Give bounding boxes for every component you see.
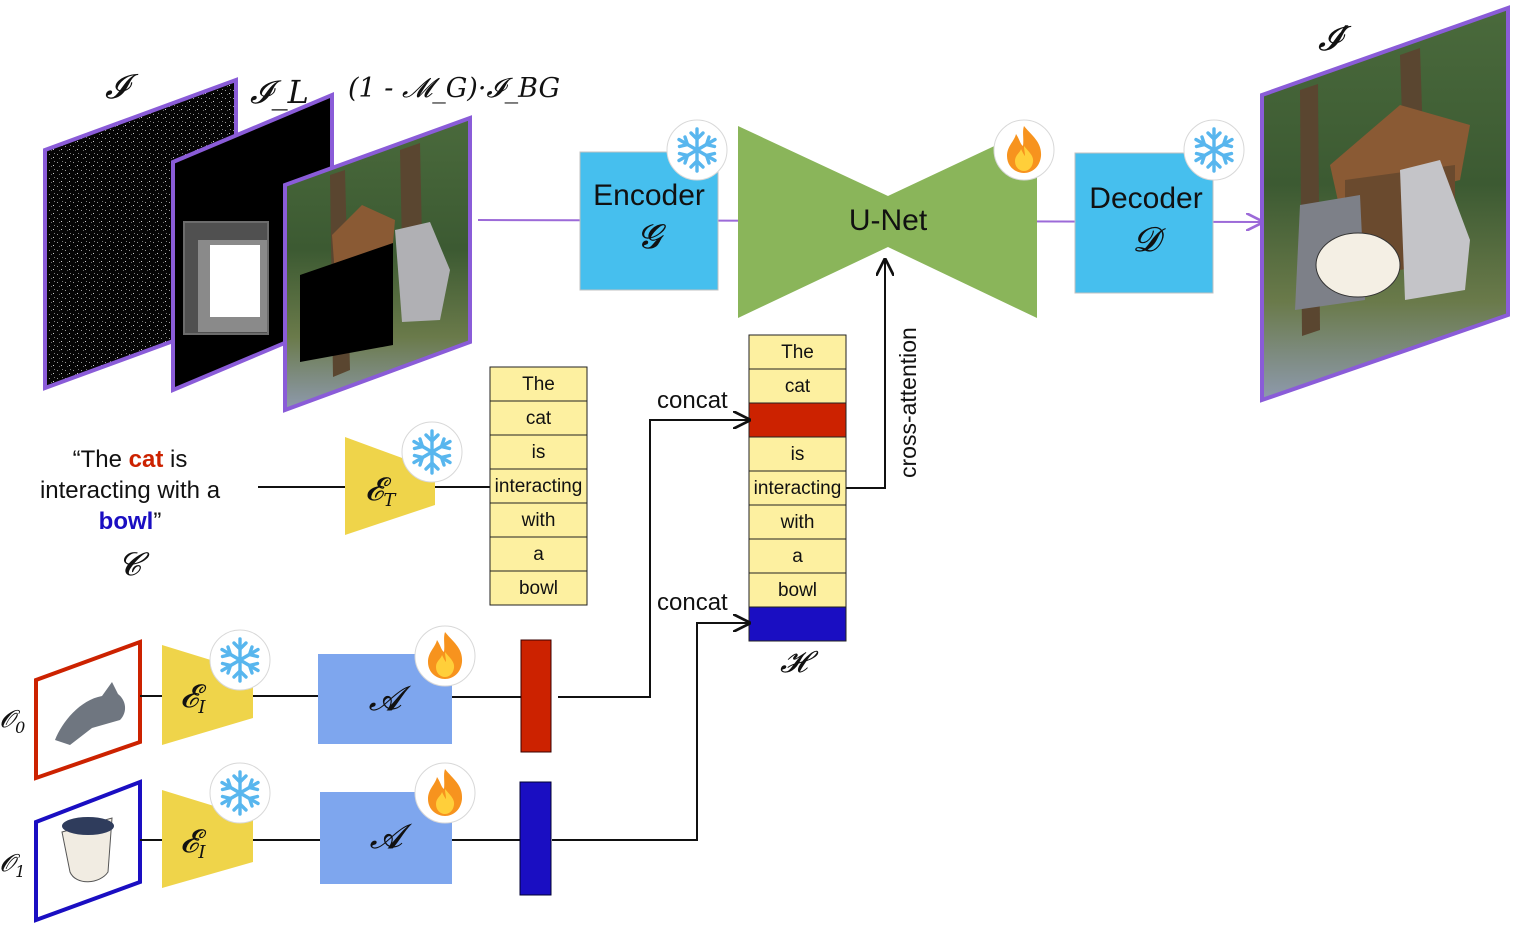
layout-frame-label: 𝓘_L	[250, 73, 309, 111]
object-1-frame	[34, 779, 142, 923]
text-token-cell	[489, 468, 588, 504]
object-0-frame	[34, 639, 142, 781]
text-token-label: The	[522, 374, 555, 395]
object-0-embedding	[520, 639, 552, 753]
text-token-label: with	[521, 510, 556, 531]
snowflake-icon	[208, 628, 272, 692]
caption-symbol: 𝓒	[118, 545, 150, 583]
text-token-label: bowl	[519, 578, 558, 599]
combined-token-label: is	[791, 444, 805, 465]
combined-token-label: with	[780, 512, 815, 533]
object-1-embedding	[519, 781, 552, 896]
caption-line-3: bowl”	[99, 508, 162, 535]
noise-frame-label: 𝓘	[105, 67, 139, 107]
combined-token-label: The	[781, 342, 814, 363]
decoder-label: Decoder	[1089, 182, 1202, 215]
caption-line-2: interacting with a	[40, 477, 221, 504]
concat-arrow-bottom	[552, 623, 749, 841]
flame-icon	[414, 762, 476, 824]
text-token-label: cat	[526, 408, 552, 429]
snowflake-icon	[665, 118, 729, 182]
combined-token-cell	[748, 538, 847, 574]
output-frame-label: 𝓘′	[1318, 19, 1352, 59]
combined-token-cell	[748, 572, 847, 608]
text-token-label: a	[533, 544, 544, 565]
background-frame	[283, 115, 472, 413]
object-1-symbol: 𝓞1	[0, 849, 25, 881]
cross-attention-arrow	[846, 260, 885, 489]
text-token-cell	[489, 536, 588, 572]
combined-token-label: cat	[785, 376, 811, 397]
concat-label-bottom: concat	[657, 589, 728, 616]
output-frame	[1260, 5, 1510, 403]
flame-icon	[993, 119, 1055, 181]
text-token-cell	[489, 502, 588, 538]
cross-attention-label: cross-attention	[895, 327, 921, 478]
snowflake-icon	[208, 761, 272, 825]
combined-token-label: bowl	[778, 580, 817, 601]
combined-token-cell	[748, 504, 847, 540]
decoder-block	[1074, 152, 1214, 294]
combined-token-cell	[748, 606, 847, 642]
concat-label-top: concat	[657, 387, 728, 414]
text-token-cell	[489, 400, 588, 436]
text-token-column: The cat is interacting with a bowl	[489, 366, 588, 606]
encoder-label: Encoder	[593, 179, 705, 212]
combined-token-label: interacting	[754, 478, 842, 499]
background-frame-label: (1 - 𝓜_G)·𝓘_BG	[348, 73, 560, 104]
combined-token-cell	[748, 436, 847, 472]
combined-token-column: The cat is interacting with a bowl	[748, 334, 847, 642]
snowflake-icon	[400, 420, 464, 484]
unet-block	[738, 126, 1037, 318]
concat-arrow-top	[558, 420, 749, 698]
text-token-cell	[489, 570, 588, 606]
text-token-label: is	[532, 442, 546, 463]
text-encoder-block	[345, 437, 435, 535]
snowflake-icon	[1182, 118, 1246, 182]
object-0-symbol: 𝓞0	[0, 705, 25, 737]
text-token-cell	[489, 366, 588, 402]
combined-token-label: a	[792, 546, 803, 567]
caption-line-1: “The cat is	[73, 446, 188, 473]
unet-label: U-Net	[849, 204, 928, 237]
combined-token-cell	[748, 334, 847, 370]
text-token-label: interacting	[495, 476, 583, 497]
combined-symbol: 𝓗	[780, 645, 819, 680]
flame-icon	[414, 625, 476, 687]
text-token-cell	[489, 434, 588, 470]
combined-token-cell	[748, 402, 847, 438]
